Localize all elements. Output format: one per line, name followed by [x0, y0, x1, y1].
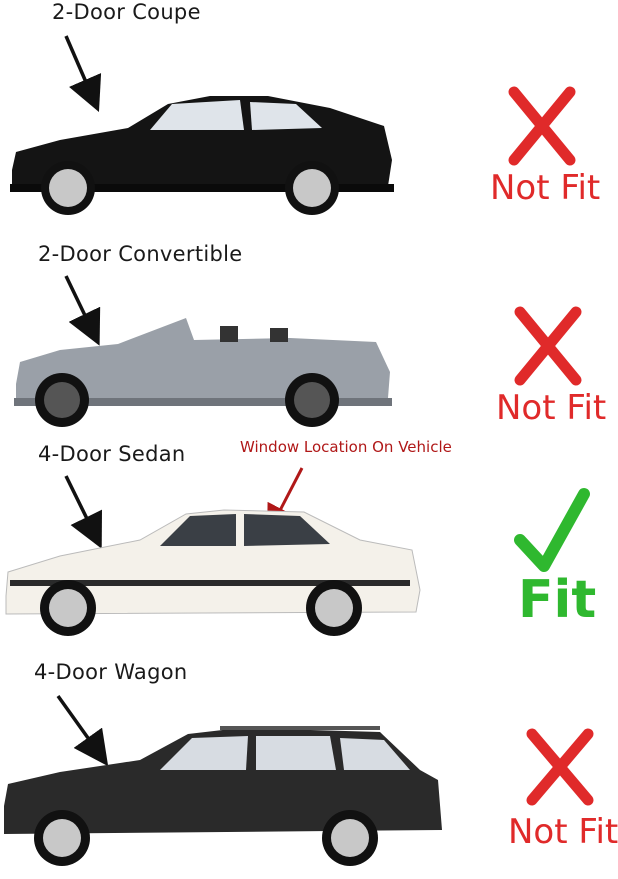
pointer-arrow-convertible: [64, 275, 101, 346]
pointer-arrow-wagon: [56, 694, 109, 767]
x-mark-icon-coupe: [508, 86, 576, 166]
x-mark-icon-wagon: [526, 728, 594, 806]
verdict-coupe: Not Fit: [490, 168, 601, 208]
window-location-annotation: Window Location On Vehicle: [240, 438, 452, 456]
row-label-wagon: 4-Door Wagon: [34, 660, 188, 684]
verdict-convertible: Not Fit: [496, 388, 607, 428]
car-convertible: [14, 318, 392, 427]
verdict-sedan: Fit: [518, 570, 597, 630]
check-mark-icon-sedan: [514, 488, 590, 572]
x-mark-icon-convertible: [514, 306, 582, 386]
car-coupe: [10, 96, 394, 215]
car-wagon: [4, 726, 442, 866]
row-label-convertible: 2-Door Convertible: [38, 242, 243, 266]
car-sedan: [5, 509, 421, 636]
verdict-wagon: Not Fit: [508, 812, 618, 852]
row-label-sedan: 4-Door Sedan: [38, 442, 186, 466]
row-label-coupe: 2-Door Coupe: [52, 0, 201, 24]
pointer-arrow-sedan: [64, 475, 102, 549]
pointer-arrow-coupe: [64, 35, 102, 113]
